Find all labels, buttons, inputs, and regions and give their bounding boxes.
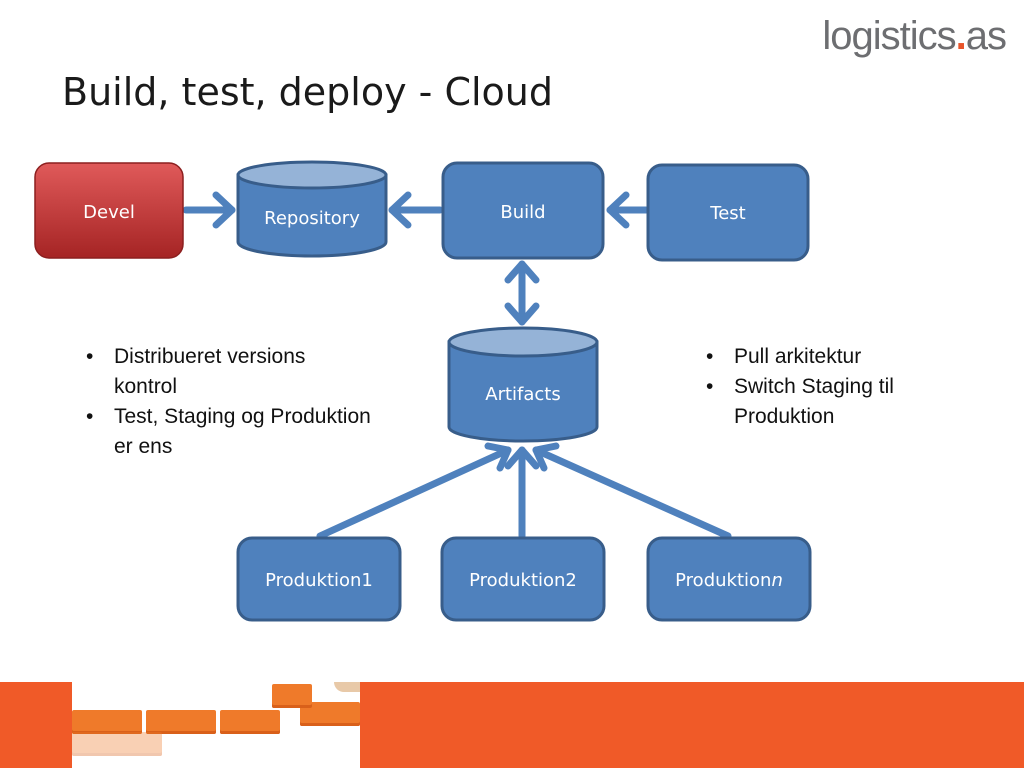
hand-graphic — [334, 682, 360, 692]
node-repository: Repository — [236, 160, 388, 258]
arrow-produktionn-to-artifacts — [532, 442, 732, 540]
node-produktion2: Produktion2 — [440, 536, 606, 622]
company-logo: logistics.as — [822, 14, 1007, 59]
bullet-item: Distribueret versions kontrol — [84, 342, 374, 402]
produktion2-label: Produktion2 — [469, 570, 577, 591]
bullet-item: Switch Staging til Produktion — [704, 372, 964, 432]
bullet-item: Test, Staging og Produktion er ens — [84, 402, 374, 462]
node-produktion1: Produktion1 — [236, 536, 402, 622]
node-test: Test — [646, 163, 810, 262]
arrow-build-artifacts-bidirectional — [504, 260, 540, 326]
repository-label: Repository — [264, 208, 360, 229]
artifacts-label: Artifacts — [485, 384, 560, 405]
produktion-n-label: Produktionn — [675, 570, 783, 591]
build-label: Build — [500, 202, 545, 223]
node-produktion-n: Produktionn — [646, 536, 812, 622]
arrow-produktion1-to-artifacts — [316, 442, 512, 540]
arrow-devel-to-repository — [182, 191, 236, 229]
footer-bricks-image — [72, 682, 360, 768]
bullet-list-right: Pull arkitektur Switch Staging til Produ… — [704, 342, 964, 432]
test-label: Test — [709, 203, 745, 224]
node-artifacts: Artifacts — [447, 326, 599, 443]
logo-dot: . — [955, 14, 967, 58]
node-devel: Devel — [34, 162, 184, 259]
slide-title: Build, test, deploy - Cloud — [62, 70, 554, 114]
produktion-n-suffix: n — [771, 570, 782, 591]
logo-name: logistics — [822, 14, 956, 58]
arrows — [182, 191, 732, 540]
produktion1-label: Produktion1 — [265, 570, 373, 591]
arrow-test-to-build — [606, 191, 650, 229]
arrow-produktion2-to-artifacts — [504, 446, 540, 540]
bullet-item: Pull arkitektur — [704, 342, 964, 372]
produktion-n-prefix: Produktion — [675, 570, 771, 591]
logo-suffix: as — [965, 14, 1007, 58]
devel-label: Devel — [83, 202, 135, 223]
node-build: Build — [441, 161, 605, 260]
bullet-list-left: Distribueret versions kontrol Test, Stag… — [84, 342, 374, 462]
arrow-build-to-repository — [388, 191, 444, 229]
